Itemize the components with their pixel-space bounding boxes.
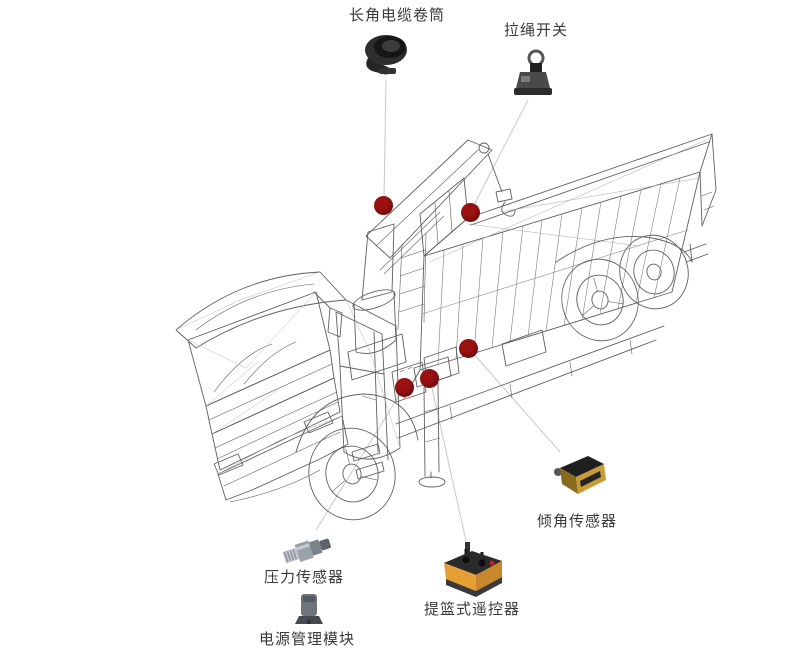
label-tilt-sensor: 倾角传感器 [536,512,617,530]
leader-lines [315,79,561,542]
pull-rope-switch-icon [506,48,554,104]
power-module-icon [291,590,327,634]
cable-reel-icon [360,30,414,82]
remote-control-icon [436,541,508,603]
truck-front-wheel [295,393,419,521]
truck-rear-wheels [555,234,693,342]
truck-outrigger [413,356,452,488]
component-marker [458,338,478,358]
component-marker [460,202,480,222]
truck-cab [175,271,401,503]
truck-cargo-bed [419,133,717,371]
pressure-sensor-icon [281,530,335,574]
label-pressure-sensor: 压力传感器 [263,568,344,586]
tilt-sensor-icon [550,450,610,506]
component-marker [373,195,393,215]
component-marker [419,368,439,388]
label-remote-control: 提篮式遥控器 [423,600,520,618]
truck-crane [347,139,516,381]
label-pull-switch: 拉绳开关 [503,21,568,39]
label-cable-reel: 长角电缆卷筒 [348,6,445,24]
component-marker [394,377,414,397]
label-power-module: 电源管理模块 [258,630,355,648]
